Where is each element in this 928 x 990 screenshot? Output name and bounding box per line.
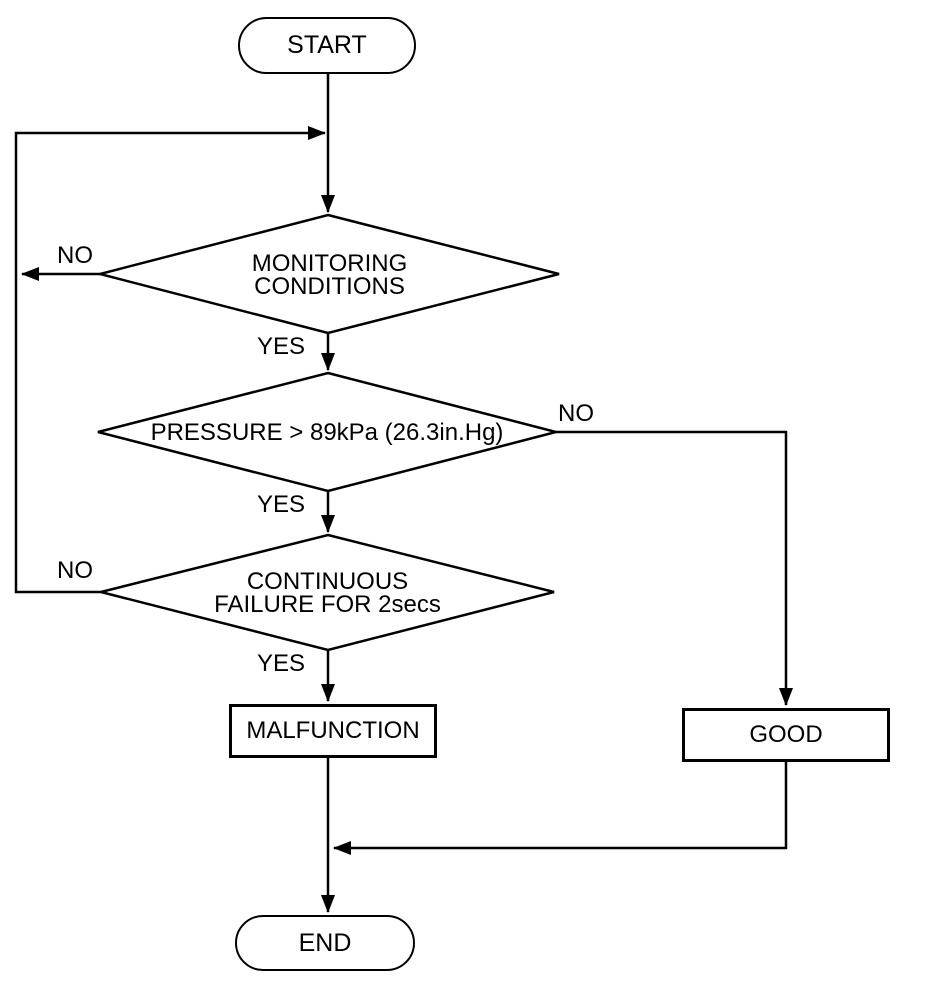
end-node-label: END (298, 928, 352, 957)
monitoring-yes-branch-label: YES (257, 333, 306, 360)
pressure-no-branch-label: NO (558, 400, 594, 427)
malfunction-node: MALFUNCTION (229, 704, 437, 758)
monitoring-conditions-diamond (95, 213, 560, 335)
start-node-label: START (287, 31, 367, 59)
continuous-no-branch-label: NO (57, 557, 93, 584)
connector-good-to-merge (333, 762, 788, 855)
connector-pressure-no-to-good (556, 430, 793, 706)
continuous-yes-branch-label: YES (257, 650, 306, 677)
monitoring-no-branch-label: NO (57, 242, 93, 269)
good-node-label: GOOD (749, 721, 823, 748)
start-node: START (238, 17, 416, 74)
malfunction-node-label: MALFUNCTION (246, 717, 420, 744)
pressure-decision-diamond (97, 371, 561, 493)
good-node: GOOD (682, 708, 890, 762)
pressure-yes-branch-label: YES (257, 491, 306, 518)
end-node: END (235, 915, 415, 971)
connector-no-loop-return (14, 126, 326, 594)
continuous-failure-diamond (100, 533, 555, 652)
